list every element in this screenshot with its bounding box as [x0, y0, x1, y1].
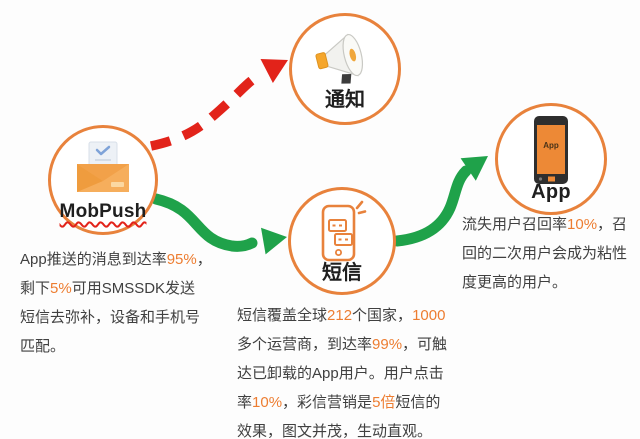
sms-note: 短信覆盖全球212个国家，1000 多个运营商，到达率99%，可触 达已卸载的A… [237, 307, 448, 439]
red-dashed-arrow-mobpush-to-notice [149, 59, 288, 151]
app-label: App [531, 181, 571, 203]
node-mobpush: MobPush [48, 125, 158, 235]
node-sms: 短信 [288, 187, 396, 295]
red-arrowhead [260, 59, 288, 83]
sms-phone-icon [314, 199, 370, 270]
app-screen-label: App [543, 141, 559, 150]
sms-label: 短信 [322, 262, 362, 284]
green-arrowhead-app [460, 156, 488, 181]
green-arrowhead-sms [261, 227, 287, 255]
notice-label: 通知 [325, 89, 365, 111]
envelope-push-icon [70, 140, 136, 201]
mobpush-note: App推送的消息到达率95%， 剩下5%可用SMSSDK发送 短信去弥补，设备和… [20, 251, 212, 355]
app-phone-icon: App [529, 114, 573, 193]
app-note: 流失用户召回率10%，召 回的二次用户会成为粘性 度更高的用户。 [462, 216, 628, 291]
node-app: App App [495, 103, 607, 215]
node-notice: 通知 [289, 13, 401, 125]
mobpush-label: MobPush [59, 201, 147, 222]
megaphone-icon [313, 29, 377, 92]
